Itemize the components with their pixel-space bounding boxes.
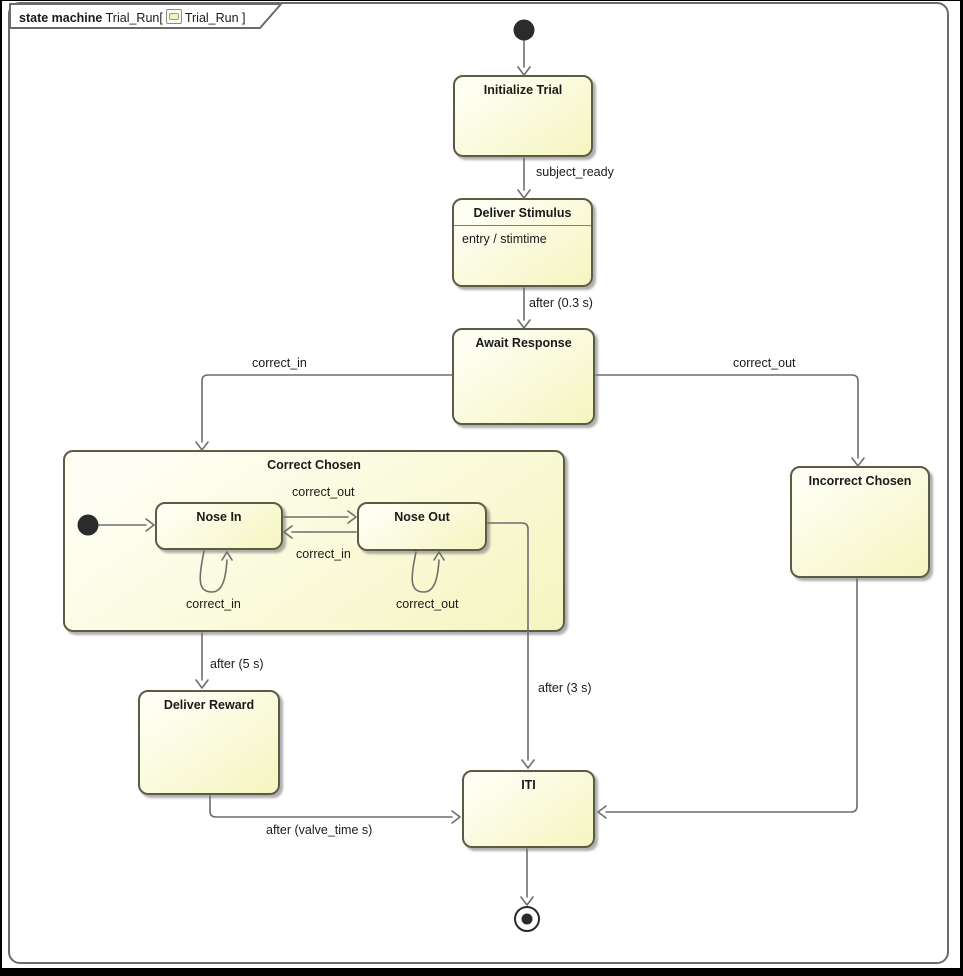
state-title: Initialize Trial [483, 83, 563, 97]
transition-label-correct-in-inner[interactable]: correct_in [296, 547, 351, 561]
transition-label-correct-in-self[interactable]: correct_in [186, 597, 241, 611]
state-title: Deliver Stimulus [473, 206, 572, 220]
transition-label-subject-ready[interactable]: subject_ready [536, 165, 614, 179]
state-await-response[interactable]: Await Response [452, 328, 595, 425]
screen-edge-left [0, 0, 2, 976]
state-deliver-stimulus[interactable]: Deliver Stimulus entry / stimtime [452, 198, 593, 287]
state-deliver-reward[interactable]: Deliver Reward [138, 690, 280, 795]
diagram-name: Trial_Run[ [105, 11, 163, 25]
screen-edge-right [960, 0, 963, 976]
transition-label-correct-out-self[interactable]: correct_out [396, 597, 459, 611]
state-title: Deliver Reward [163, 698, 255, 712]
transition-label-correct-in-main[interactable]: correct_in [252, 356, 307, 370]
state-entry-action: entry / stimtime [462, 232, 547, 246]
diagram-context-name: Trial_Run [184, 11, 239, 25]
state-title: Nose Out [394, 510, 450, 524]
state-incorrect-chosen[interactable]: Incorrect Chosen [790, 466, 930, 578]
state-correct-chosen[interactable]: Correct Chosen [63, 450, 565, 632]
transition-label-after-3-s[interactable]: after (3 s) [538, 681, 592, 695]
transition-label-correct-out-main[interactable]: correct_out [733, 356, 796, 370]
state-title: ITI [521, 778, 536, 792]
diagram-title-tab: state machine Trial_Run[ Trial_Run ] [19, 9, 246, 25]
diagram-frame [8, 2, 949, 964]
state-iti[interactable]: ITI [462, 770, 595, 848]
diagram-kind-label: state machine [19, 11, 103, 25]
state-nose-out[interactable]: Nose Out [357, 502, 487, 551]
state-title: Correct Chosen [267, 458, 361, 472]
state-title: Nose In [196, 510, 242, 524]
transition-label-after-0-3-s[interactable]: after (0.3 s) [529, 296, 593, 310]
diagram-title-bracket: ] [242, 11, 246, 25]
state-nose-in[interactable]: Nose In [155, 502, 283, 550]
screen-edge-bottom [0, 968, 963, 976]
state-initialize-trial[interactable]: Initialize Trial [453, 75, 593, 157]
state-title: Incorrect Chosen [808, 474, 912, 488]
transition-label-after-valve-time[interactable]: after (valve_time s) [266, 823, 373, 837]
state-machine-diagram-icon [165, 9, 182, 24]
transition-label-after-5-s[interactable]: after (5 s) [210, 657, 264, 671]
screen-edge-top [0, 0, 963, 1]
compartment-separator [454, 225, 591, 226]
transition-label-correct-out-inner[interactable]: correct_out [292, 485, 355, 499]
state-title: Await Response [475, 336, 572, 350]
